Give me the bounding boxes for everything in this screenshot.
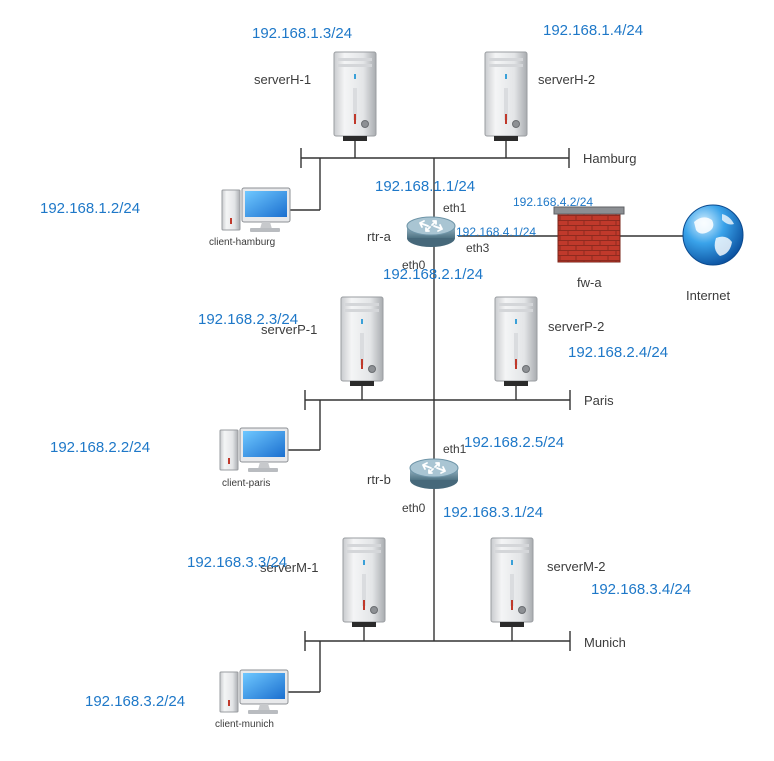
client-munich-ip: 192.168.3.2/24 — [85, 693, 185, 710]
router-a-eth1-label: eth1 — [443, 201, 467, 215]
server-p1-icon[interactable] — [340, 296, 384, 387]
router-b-icon[interactable] — [409, 458, 459, 490]
router-b-eth0-ip: 192.168.3.1/24 — [443, 504, 543, 521]
client-munich-label: client-munich — [215, 719, 274, 730]
client-hamburg-icon[interactable] — [221, 187, 291, 233]
firewall-label: fw-a — [577, 275, 602, 290]
client-munich-icon[interactable] — [219, 669, 289, 715]
router-b-eth0-label: eth0 — [402, 501, 426, 515]
router-a-label: rtr-a — [367, 229, 392, 244]
client-paris-ip: 192.168.2.2/24 — [50, 439, 150, 456]
router-b-eth1-ip: 192.168.2.5/24 — [464, 434, 564, 451]
firewall-icon[interactable] — [553, 206, 625, 263]
server-m2-ip: 192.168.3.4/24 — [591, 581, 691, 598]
segment-paris-label: Paris — [584, 393, 614, 408]
server-h1-ip: 192.168.1.3/24 — [252, 25, 352, 42]
server-p2-label: serverP-2 — [548, 319, 604, 334]
router-a-eth1-ip: 192.168.1.1/24 — [375, 178, 475, 195]
client-hamburg-label: client-hamburg — [209, 237, 275, 248]
server-m2-icon[interactable] — [490, 537, 534, 628]
router-a-eth0-ip: 192.168.2.1/24 — [383, 266, 483, 283]
firewall-ip: 192.168.4.2/24 — [513, 195, 593, 209]
server-p2-ip: 192.168.2.4/24 — [568, 344, 668, 361]
server-h2-label: serverH-2 — [538, 72, 595, 87]
server-h2-icon[interactable] — [484, 51, 528, 142]
segment-hamburg-label: Hamburg — [583, 151, 636, 166]
server-h1-icon[interactable] — [333, 51, 377, 142]
server-m1-label: serverM-1 — [260, 560, 319, 575]
router-a-eth0-label: eth0 — [402, 258, 426, 272]
router-a-eth3-label: eth3 — [466, 241, 490, 255]
server-m1-ip: 192.168.3.3/24 — [187, 554, 287, 571]
server-p2-icon[interactable] — [494, 296, 538, 387]
globe-icon[interactable] — [682, 204, 744, 266]
server-h2-ip: 192.168.1.4/24 — [543, 22, 643, 39]
router-a-icon[interactable] — [406, 216, 456, 248]
internet-label: Internet — [686, 288, 730, 303]
server-m2-label: serverM-2 — [547, 559, 606, 574]
client-paris-label: client-paris — [222, 478, 270, 489]
client-paris-icon[interactable] — [219, 427, 289, 473]
router-b-label: rtr-b — [367, 472, 391, 487]
router-a-eth3-ip: 192.168.4.1/24 — [456, 225, 536, 239]
server-p1-label: serverP-1 — [261, 322, 317, 337]
client-hamburg-ip: 192.168.1.2/24 — [40, 200, 140, 217]
router-b-eth1-label: eth1 — [443, 442, 467, 456]
server-h1-label: serverH-1 — [254, 72, 311, 87]
wires — [288, 140, 684, 693]
server-m1-icon[interactable] — [342, 537, 386, 628]
server-p1-ip: 192.168.2.3/24 — [198, 311, 298, 328]
segment-munich-label: Munich — [584, 635, 626, 650]
